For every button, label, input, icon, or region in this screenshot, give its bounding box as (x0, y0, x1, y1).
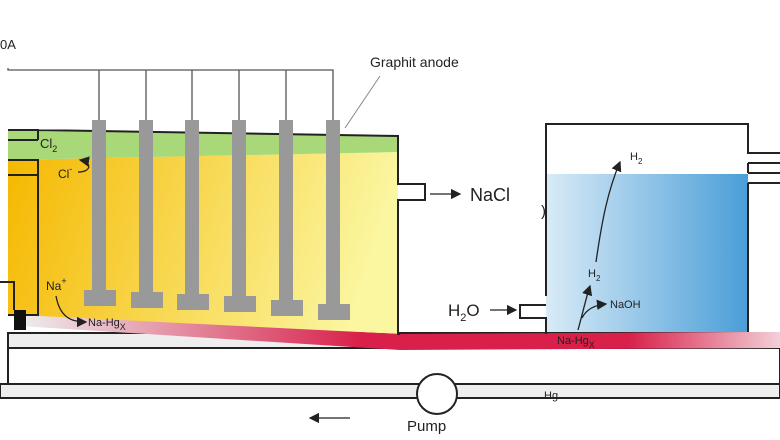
h2-top-label: H2 (630, 151, 643, 166)
nahg-left-label: Na-HgX (88, 317, 126, 332)
amalgam-stream (20, 315, 780, 350)
main-wire (7, 68, 334, 120)
hg-label: Hg (544, 390, 558, 402)
left-cell-outline (8, 129, 426, 335)
h2-arrow (577, 284, 593, 331)
anode-1 (84, 70, 116, 306)
anode-pointer (344, 75, 381, 129)
pump-icon (416, 373, 458, 415)
na-arrow (55, 295, 88, 328)
water-region (546, 174, 748, 332)
cathode-wire (0, 281, 15, 310)
h2-mid-label: H2 (588, 268, 601, 283)
cl-arrow (77, 156, 90, 173)
anode-5 (271, 70, 303, 316)
current-label: 0A (0, 37, 16, 52)
na-ion-label: Na+ (46, 276, 67, 293)
naoh-label: NaOH (610, 299, 641, 311)
cl-ion-label: Cl- (58, 164, 72, 181)
naoh-arrow (581, 299, 608, 319)
right-cell-outline (519, 123, 780, 334)
anode-4 (224, 70, 256, 312)
terminal-icon (14, 310, 26, 330)
anode-3 (177, 70, 209, 310)
anode-2 (131, 70, 163, 308)
nacl-label: NaCl (470, 185, 510, 205)
anode-electrodes (84, 70, 350, 320)
cl2-label: Cl2 (40, 136, 57, 154)
anode-6 (318, 120, 350, 320)
return-pipe-inner (7, 347, 780, 385)
partial-char: ) (541, 203, 546, 220)
h2o-label: H2O (448, 301, 480, 324)
h2-up-arrow (595, 160, 622, 263)
anode-label: Graphit anode (370, 54, 459, 70)
pump-label: Pump (407, 418, 446, 435)
nahg-right-label: Na-HgX (557, 335, 595, 350)
